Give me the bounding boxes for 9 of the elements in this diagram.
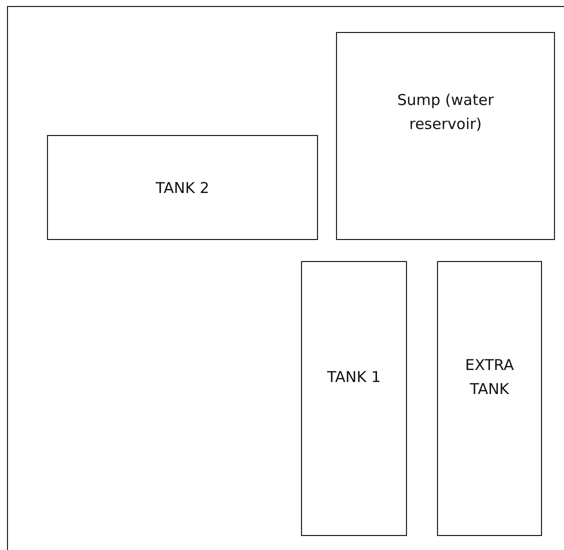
tank-label: EXTRA TANK [464,354,515,400]
tank-box [47,135,318,240]
tank-box [336,32,555,240]
tank-label: TANK 1 [327,366,381,388]
frame-box [7,6,564,550]
tank-box [437,261,542,536]
tank-box [301,261,407,536]
tank-label: TANK 2 [156,178,210,198]
tank-label: Sump (water reservoir) [396,90,495,135]
